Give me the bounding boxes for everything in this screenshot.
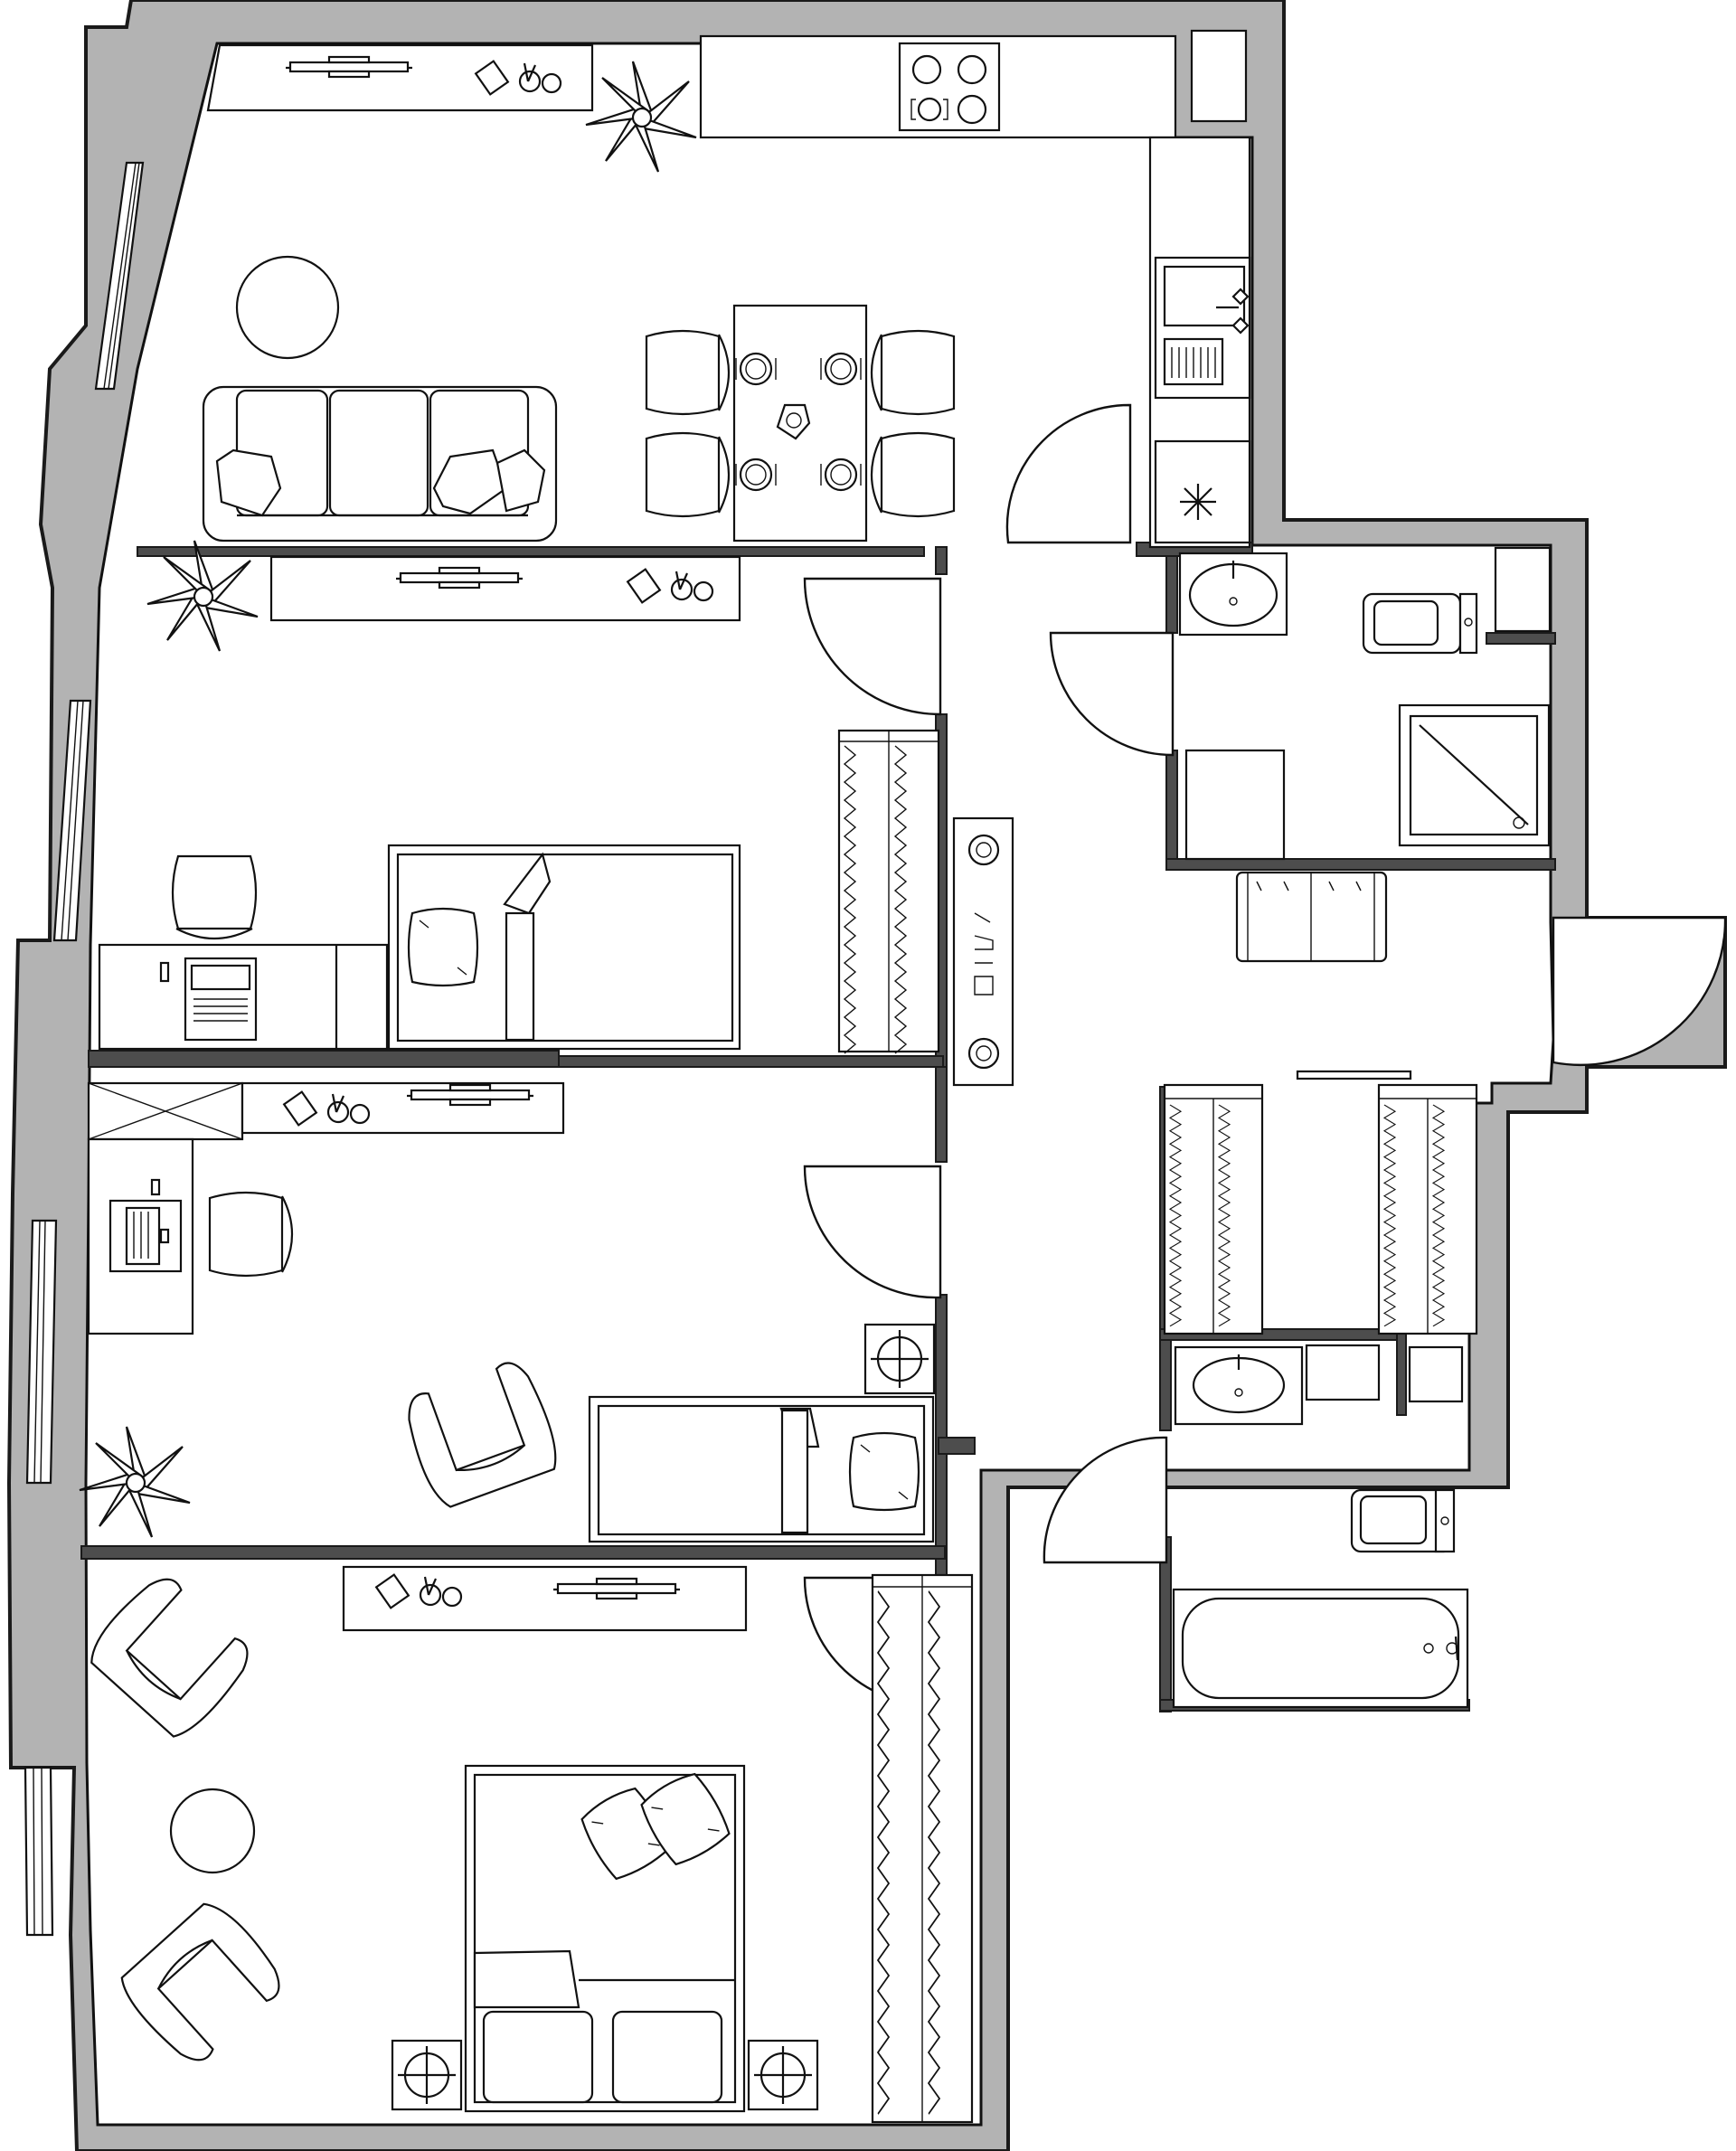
round-table-icon [235,255,340,360]
door-entrance [1552,916,1727,1067]
chair-icon [171,854,258,940]
nightstand-icon [863,1323,936,1395]
bed-icon [588,1395,935,1543]
shower-icon [1398,703,1551,847]
bed-icon [387,844,741,1051]
laptop-icon [108,1199,183,1273]
washing-machine-icon [952,816,1014,1087]
nightstand-icon [747,2039,819,2111]
washbasin-icon [1178,552,1288,637]
wardrobe-icon [1163,1083,1264,1335]
fridge-icon [1154,439,1251,544]
toilet-icon [1362,592,1478,655]
wardrobe-icon [837,729,940,1054]
sink-icon [1154,256,1251,400]
chair-icon [645,329,731,416]
chair-icon [870,431,956,518]
wardrobe-icon [1377,1083,1478,1335]
door-kitchen [1005,403,1132,544]
hall-bench-icon [1235,871,1388,963]
bathroom-1 [1178,552,1551,963]
nightstand-icon [391,2039,463,2111]
washbasin-icon [1174,1345,1304,1426]
chair-icon [870,329,956,416]
hall-wardrobes [1163,1083,1478,1335]
bathtub-icon [1172,1588,1469,1709]
door-bathroom-2 [1043,1436,1168,1564]
bathroom-2 [1172,1344,1469,1709]
kitchen-living [202,34,1251,549]
cooktop-icon [898,42,1001,132]
chair-icon [208,1191,294,1278]
bed-icon [464,1764,746,2113]
tv-unit-icon [342,1565,748,1632]
dining-table-icon [732,304,868,542]
toilet-icon [1350,1488,1456,1553]
bedroom-1 [98,539,1014,1087]
sofa-icon [202,385,558,542]
bedroom-2 [78,1081,936,1543]
round-table-icon [169,1788,256,1874]
tv-unit-icon [269,555,741,622]
door-bedroom-2 [803,1165,942,1299]
master-bedroom [80,1565,974,2124]
chair-icon [645,431,731,518]
laptop-icon [184,957,258,1042]
door-bedroom-1 [803,577,942,716]
door-bathroom-1 [1049,631,1175,757]
wardrobe-icon [871,1573,974,2124]
